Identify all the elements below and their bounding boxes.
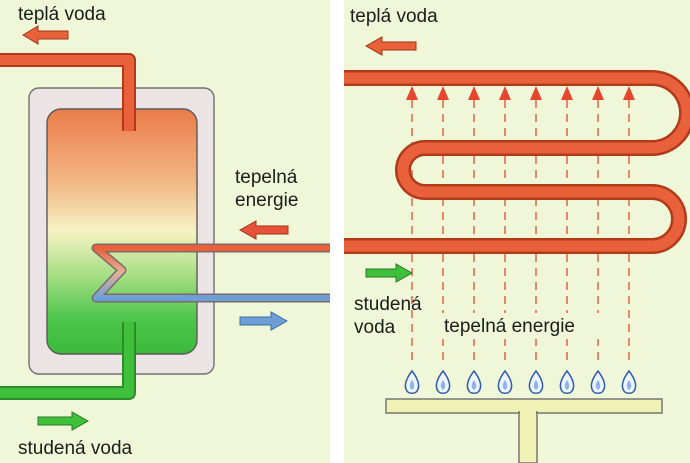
right-panel-background [344,0,690,463]
flame-icon [559,369,575,394]
arrow-icon [364,36,417,56]
right-heat-energy-label: tepelná energie [444,316,575,337]
arrow-icon [239,311,289,331]
arrow-icon [22,25,69,45]
cold-water-inlet-pipe [0,322,134,398]
flame-icon [466,369,482,394]
arrow-icon [365,263,414,283]
heating-coil [93,245,330,301]
flame-icon [621,369,637,394]
flame-icon [528,369,544,394]
right-cold-water-label-line2: voda [354,317,396,338]
serpentine-pipe [344,72,690,252]
arrow-icon [37,411,90,431]
left-heat-energy-label-line2: energie [235,190,298,211]
burner-joint [520,410,536,414]
burner-flames [404,369,637,394]
left-heat-energy-label-line1: tepelná [235,167,298,188]
flame-icon [404,369,420,394]
flame-icon [497,369,513,394]
hot-water-outlet-pipe [0,55,134,131]
left-cold-water-label: studená voda [18,438,133,459]
heat-ray-arrowheads [406,86,635,100]
gas-supply-pipe [518,411,538,463]
flame-icon [590,369,606,394]
right-panel: teplá voda studená voda tepelná energie [344,0,690,463]
panel-separator [330,0,344,463]
right-cold-water-label-line1: studená [354,294,422,315]
left-hot-water-label: teplá voda [18,4,106,25]
arrow-icon [238,220,289,240]
heat-energy-label-backdrop [441,313,611,339]
tank-vessel [46,108,198,355]
left-panel: teplá voda tepelná energie studená voda [0,0,330,463]
right-hot-water-label: teplá voda [350,6,438,27]
flame-icon [435,369,451,394]
